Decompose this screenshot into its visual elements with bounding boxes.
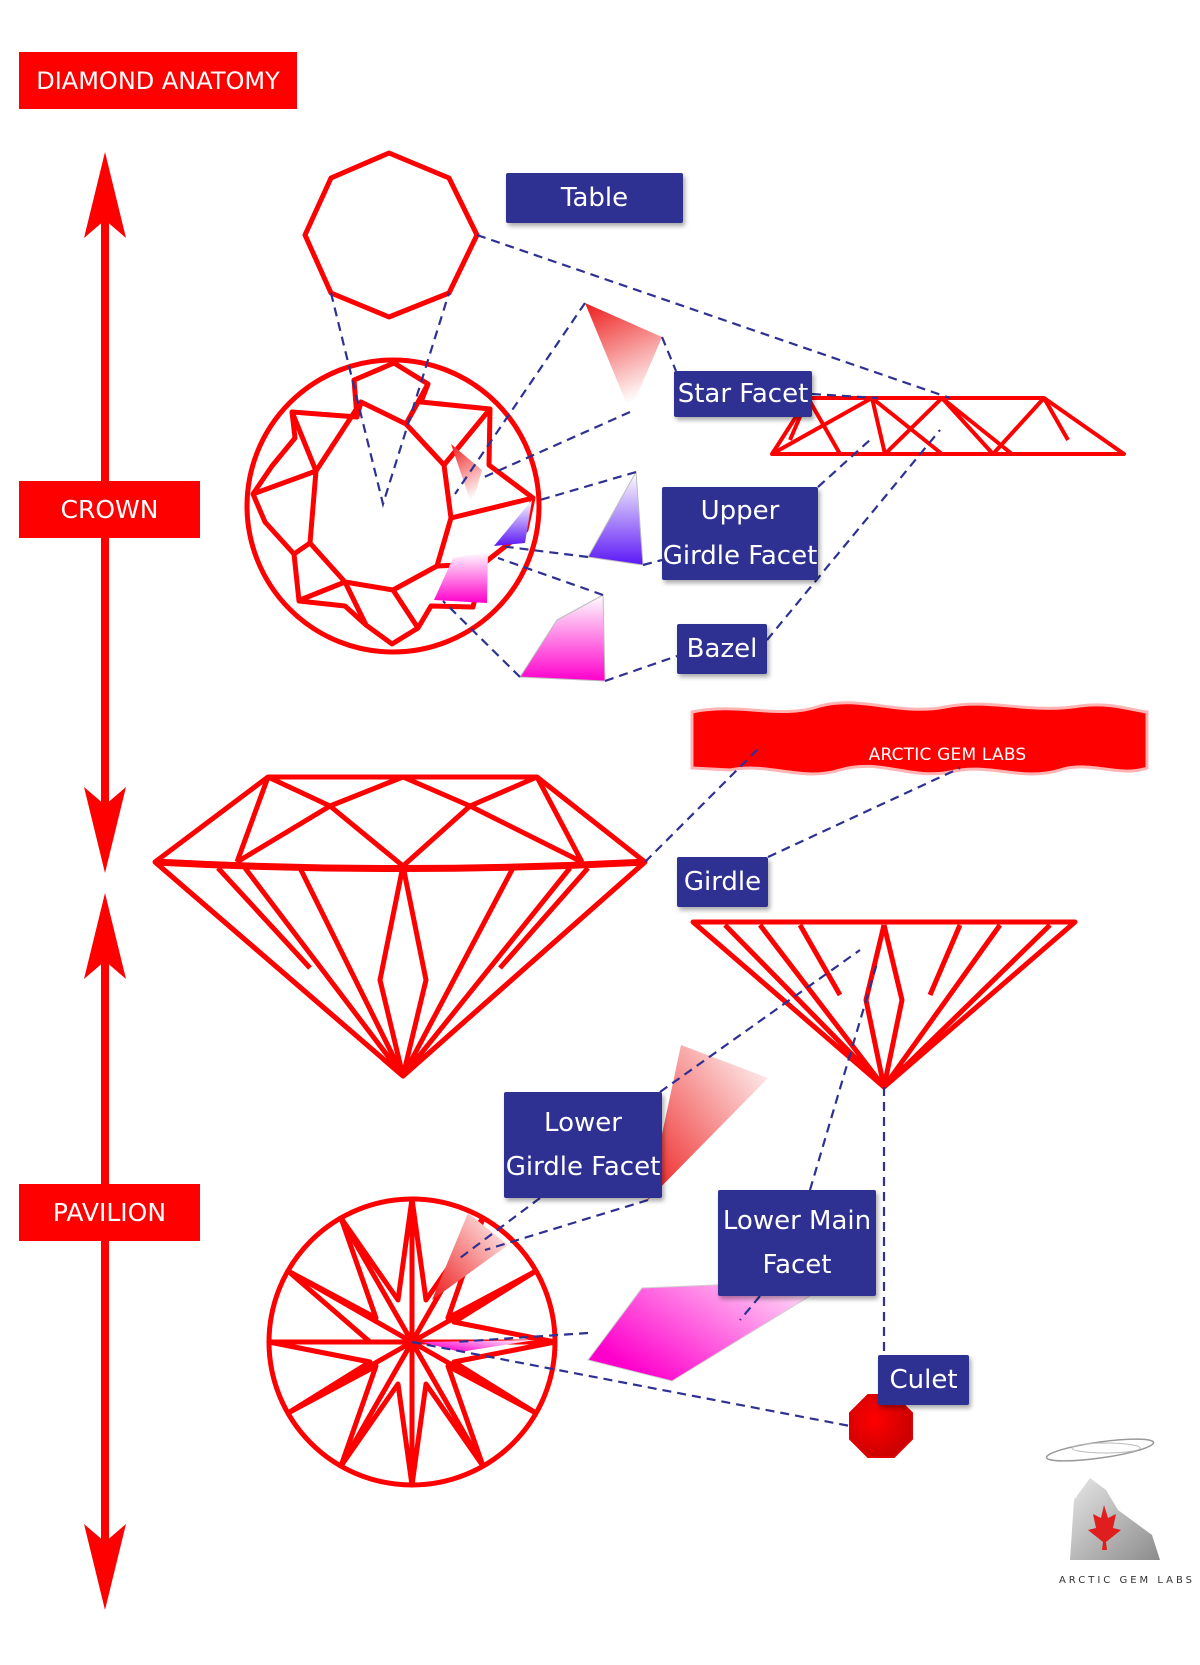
lower-main-facet-label: Lower Main Facet — [718, 1190, 876, 1296]
bazel-label: Bazel — [677, 624, 767, 674]
lower-girdle-highlight — [432, 1213, 508, 1300]
star-facet-highlight — [451, 444, 482, 506]
pavilion-side-view — [690, 919, 1078, 1090]
table-octagon — [302, 150, 480, 320]
pavilion-section-label: PAVILION — [19, 1184, 200, 1241]
table-label: Table — [506, 173, 683, 223]
culet-label: Culet — [878, 1355, 969, 1405]
diagram-title: DIAMOND ANATOMY — [19, 52, 297, 109]
brand-logo — [1045, 1438, 1160, 1560]
star-facet-label: Star Facet — [674, 371, 812, 417]
maple-leaf-icon — [1088, 1505, 1121, 1550]
leader-lines — [329, 233, 961, 1428]
upper-girdle-highlight — [494, 500, 532, 546]
crown-top-view — [244, 357, 542, 655]
brand-logo-text: ARCTIC GEM LABS — [1058, 1575, 1196, 1586]
brand-wave-banner — [690, 701, 1149, 776]
lower-girdle-facet-label: Lower Girdle Facet — [504, 1092, 662, 1198]
brand-banner-text: ARCTIC GEM LABS — [868, 745, 1027, 765]
crown-section-label: CROWN — [19, 481, 200, 538]
star-facet-swatch — [585, 303, 662, 412]
lower-girdle-facet-swatch — [648, 1045, 768, 1200]
pavilion-double-arrow-icon — [84, 893, 126, 1610]
bazel-swatch — [519, 594, 606, 682]
upper-girdle-facet-label: Upper Girdle Facet — [662, 487, 818, 580]
diamond-side-view — [152, 774, 648, 1079]
girdle-label: Girdle — [677, 857, 768, 907]
bazel-highlight — [434, 552, 488, 603]
crown-side-view — [770, 396, 1126, 456]
pavilion-bottom-view — [266, 1196, 558, 1488]
upper-girdle-facet-swatch — [587, 470, 644, 566]
